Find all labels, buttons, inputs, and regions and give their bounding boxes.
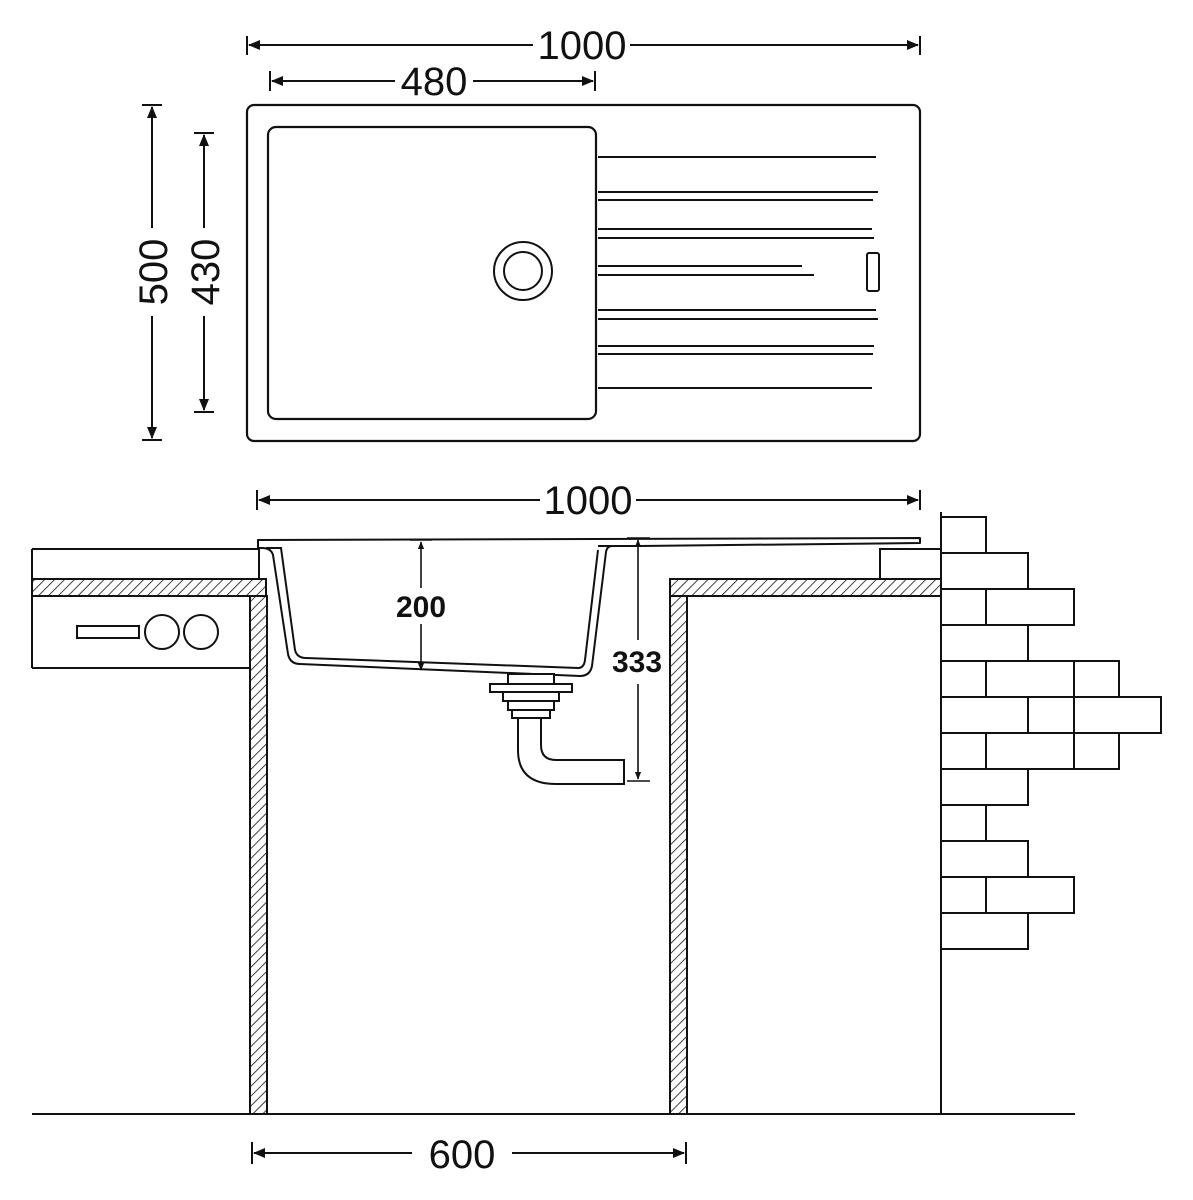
dim-label-top-1000: 1000 [538, 24, 627, 68]
section-view: 1000 [31, 479, 1162, 1177]
drain-inner-ring [503, 251, 543, 291]
hob-knob-icon [183, 614, 219, 650]
dim-section-bowl-depth [410, 539, 432, 671]
dim-label-600: 600 [429, 1133, 496, 1177]
dim-top-total-depth [142, 104, 162, 441]
dim-section-cabinet-width [251, 1142, 687, 1164]
dim-top-bowl-width [269, 71, 596, 91]
hob-knob-icon [144, 614, 180, 650]
dim-top-bowl-depth [194, 132, 214, 413]
dim-label-500: 500 [132, 239, 176, 306]
dim-label-200: 200 [396, 591, 446, 624]
dim-label-480: 480 [401, 60, 468, 104]
overflow-slot [866, 252, 880, 292]
sink-section [257, 537, 921, 677]
hob-display-icon [76, 625, 140, 639]
top-view: 1000 480 500 430 [132, 24, 922, 443]
dim-section-drain-height [627, 537, 650, 782]
dim-top-total-width [246, 36, 921, 55]
dim-section-total-width [256, 490, 921, 510]
brick-wall [940, 512, 1162, 1114]
bowl-outline [266, 125, 598, 421]
dim-label-333: 333 [612, 646, 662, 679]
waste-trap [489, 673, 625, 785]
cabinet-right-wall [669, 595, 688, 1115]
drain-outer-ring [493, 241, 553, 301]
right-countertop [669, 548, 942, 597]
cabinet-left-wall [249, 595, 268, 1115]
dim-label-section-1000: 1000 [544, 479, 633, 523]
hob-controls [76, 614, 219, 650]
left-countertop [31, 548, 267, 669]
drainer-grooves [598, 156, 878, 389]
dim-label-430: 430 [184, 239, 228, 306]
